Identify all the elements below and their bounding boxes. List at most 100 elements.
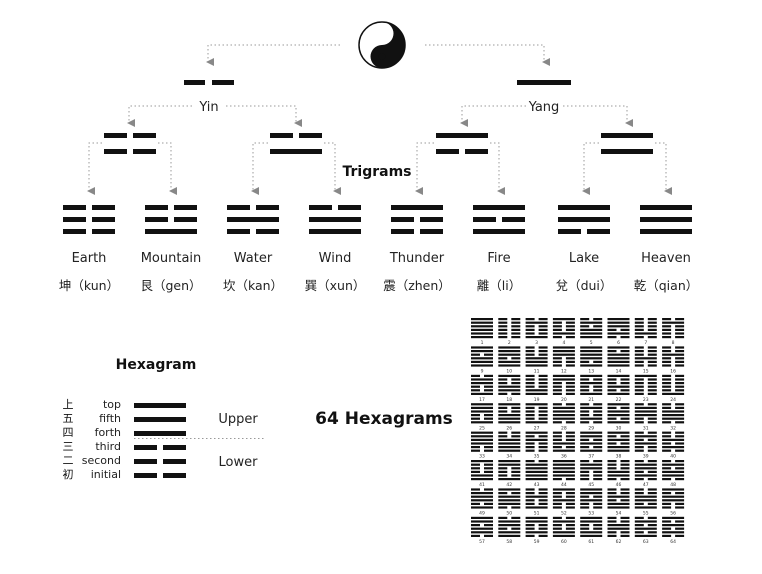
digram-connector [655, 142, 672, 195]
hexagram-cell: 22 [607, 374, 630, 403]
hexagram-cell: 36 [552, 431, 575, 460]
trigram-name: Lake [569, 251, 599, 266]
trigram-heaven: Heaven 乾（qian） [634, 205, 699, 293]
hexagram-cell: 51 [525, 488, 548, 517]
hexagram-number: 34 [506, 454, 512, 460]
hexagram-number: 10 [506, 369, 512, 375]
hexagram-number: 56 [670, 511, 676, 517]
hexagram-number: 52 [561, 511, 567, 517]
hexagram-number: 23 [643, 397, 649, 403]
hexagram-number: 47 [643, 482, 649, 488]
hexagram-cell: 18 [498, 374, 521, 403]
digram-2 [270, 133, 322, 154]
line-chinese-label: 上 [63, 398, 74, 411]
hexagram-cell: 10 [498, 346, 521, 375]
hexagram-number: 49 [479, 511, 485, 517]
hexagram-cell: 14 [607, 346, 630, 375]
hexagram-number: 51 [534, 511, 540, 517]
hexagram-number: 41 [479, 482, 485, 488]
hexagram-number: 14 [616, 369, 622, 375]
trigram-name: Thunder [389, 251, 445, 266]
hexagram-cell: 44 [552, 460, 575, 488]
hexagram-cell: 28 [552, 403, 575, 431]
hexagram-cell: 43 [525, 460, 548, 488]
trigram-chinese: 坤（kun） [59, 278, 119, 293]
hexagram-number: 2 [508, 340, 511, 346]
line-position-label: fifth [99, 412, 121, 425]
hexagram-number: 17 [479, 397, 485, 403]
trigram-name: Heaven [641, 251, 691, 266]
hexagram-cell: 38 [607, 431, 630, 460]
hexagram-cell: 12 [552, 346, 575, 375]
hexagram-cell: 60 [552, 516, 575, 545]
hexagram-cell: 11 [525, 346, 548, 375]
hexagram-cell: 40 [662, 431, 685, 460]
hexagram-number: 62 [616, 539, 622, 545]
hexagram-cell: 54 [607, 488, 630, 517]
trigram-chinese: 兌（dui） [556, 278, 613, 293]
hexagram-cell: 9 [471, 346, 493, 375]
hexagram-number: 45 [588, 482, 594, 488]
digram-connector [158, 142, 177, 195]
hexagram-cell: 32 [662, 403, 685, 431]
hexagram-number: 44 [561, 482, 567, 488]
hexagram-cell: 47 [634, 460, 657, 488]
hexagram-number: 3 [535, 340, 538, 346]
hexagram-number: 43 [534, 482, 540, 488]
hexagram-number: 12 [561, 369, 567, 375]
hexagram-cell: 41 [471, 460, 493, 488]
hexagram-number: 35 [534, 454, 540, 460]
trigrams-title: Trigrams [342, 164, 411, 180]
hexagram-cell: 57 [471, 516, 493, 545]
line-chinese-label: 二 [63, 454, 74, 467]
trigram-chinese: 乾（qian） [634, 278, 699, 293]
hexagram-number: 42 [506, 482, 512, 488]
hexagram-number: 38 [616, 454, 622, 460]
hexagram-cell: 25 [471, 403, 493, 431]
hexagram-cell: 39 [634, 431, 657, 460]
hexagram-cell: 5 [580, 318, 603, 346]
line-chinese-label: 三 [63, 440, 74, 453]
line-chinese-label: 五 [63, 412, 74, 425]
hexagram-cell: 1 [471, 318, 493, 346]
trigram-name: Water [234, 251, 273, 266]
hexagram-number: 58 [506, 539, 512, 545]
hexagram-cell: 34 [498, 431, 521, 460]
yin-yang-connectors [127, 105, 633, 127]
upper-label: Upper [218, 412, 258, 427]
hexagram-number: 16 [670, 369, 676, 375]
hexagram-number: 31 [643, 425, 649, 431]
hexagram-number: 1 [481, 340, 484, 346]
digram-level [104, 133, 653, 154]
hexagram-line-fifth: 五 fifth [63, 412, 186, 425]
line-position-label: top [103, 398, 121, 411]
hexagram-cell: 26 [498, 403, 521, 431]
hexagram-number: 20 [561, 397, 567, 403]
digram-connector [324, 142, 341, 195]
hexagram-cell: 50 [498, 488, 521, 517]
trigram-chinese: 坎（kan） [223, 278, 283, 293]
trigram-water: Water 坎（kan） [223, 205, 283, 293]
sixty-four-hexagrams-title: 64 Hexagrams [315, 409, 453, 429]
yang-line [517, 80, 571, 85]
hexagram-cell: 46 [607, 460, 630, 488]
line-position-label: third [95, 440, 121, 453]
hexagram-cell: 29 [580, 403, 603, 431]
hexagram-number: 28 [561, 425, 567, 431]
hexagram-number: 54 [616, 511, 622, 517]
hexagram-cell: 8 [662, 318, 685, 346]
hexagram-number: 36 [561, 454, 567, 460]
hexagram-cell: 21 [580, 374, 603, 403]
trigram-chinese: 離（li） [477, 278, 521, 293]
hexagram-number: 8 [672, 340, 675, 346]
trigram-lake: Lake 兌（dui） [556, 205, 613, 293]
hexagram-number: 59 [534, 539, 540, 545]
line-position-label: initial [91, 468, 121, 481]
hexagram-line-third: 三 third [63, 440, 186, 453]
